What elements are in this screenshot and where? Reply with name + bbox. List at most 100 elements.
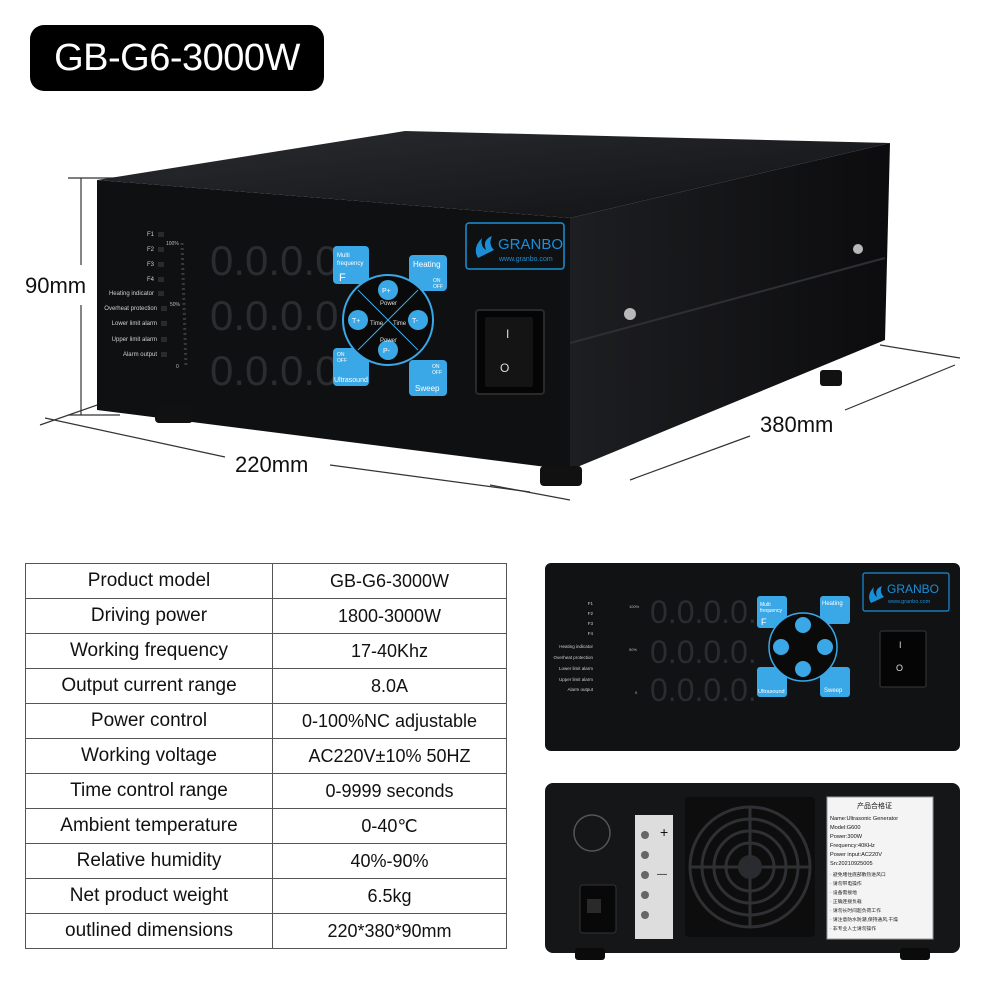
svg-text:Heating indicator: Heating indicator [559,644,593,649]
svg-text:· 请勿带电操作: · 请勿带电操作 [830,880,862,887]
spec-label: Output current range [25,668,273,704]
svg-text:0.0.0.0.: 0.0.0.0. [650,594,757,630]
svg-text:Multi: Multi [760,602,771,608]
spec-label: Ambient temperature [25,808,273,844]
svg-text:100%: 100% [166,241,179,247]
svg-text:0.0.0.0.: 0.0.0.0. [650,634,757,670]
multi-frequency-button[interactable] [333,246,369,284]
time-down-button[interactable] [408,310,428,330]
svg-text:Power:300W: Power:300W [830,834,863,840]
svg-text:· 请注意防水防潮,保持通风,干燥: · 请注意防水防潮,保持通风,干燥 [830,916,898,923]
svg-text:ON: ON [433,278,441,284]
svg-text:产品合格证: 产品合格证 [857,801,892,810]
svg-text:T+: T+ [352,318,360,325]
indicator-label: F3 [147,262,155,268]
svg-text:I: I [506,327,509,341]
front-view-photo: F1 F2 F3 F4 Heating indicator Overheat p… [545,563,960,751]
svg-text:F1: F1 [588,601,594,606]
bargraph [180,242,188,368]
indicator-label: Overheat protection [104,306,157,312]
svg-text:100%: 100% [629,604,640,609]
svg-text:Ultrasound: Ultrasound [758,689,785,695]
spec-label: Driving power [25,598,273,634]
svg-text:Alarm output: Alarm output [567,687,593,692]
spec-value: 1800-3000W [272,598,507,634]
brand-url: www.granbo.com [498,256,553,263]
svg-text:· 非专业人士请勿操作: · 非专业人士请勿操作 [830,925,876,932]
indicator-label: F4 [147,277,155,283]
svg-text:Heating: Heating [413,260,441,269]
svg-text:0: 0 [176,364,179,370]
svg-text:Time: Time [393,321,407,327]
spec-label: Working frequency [25,633,273,669]
power-switch[interactable] [485,317,533,387]
svg-text:Multi: Multi [337,253,350,259]
svg-text:+: + [660,824,668,840]
time-up-button[interactable] [348,310,368,330]
power-up-button[interactable] [378,280,398,300]
height-dimension: 90mm [25,273,87,298]
product-illustration: F1 F2 F3 F4 Heating indicator Overheat p… [39,131,961,501]
spec-label: Power control [25,703,273,739]
brand-name: GRANBO [498,236,563,253]
spec-value: GB-G6-3000W [272,563,507,599]
svg-text:50%: 50% [170,302,181,308]
svg-text:O: O [896,663,903,673]
svg-text:OFF: OFF [337,358,347,364]
svg-text:OFF: OFF [433,284,443,290]
svg-text:F: F [761,617,767,627]
svg-text:Heating: Heating [822,601,843,607]
heating-button[interactable] [409,255,447,291]
svg-text:Sn:20210925005: Sn:20210925005 [830,861,873,867]
spec-label: outlined dimensions [25,913,273,949]
model-title-badge: GB-G6-3000W [30,25,324,91]
svg-text:P-: P- [383,348,391,355]
screw [853,244,863,254]
svg-text:0: 0 [635,690,638,695]
svg-text:Power input:AC220V: Power input:AC220V [830,852,882,858]
power-down-button[interactable] [378,340,398,360]
seven-segment-displays: 0.0.0.0. 0.0.0.0. 0.0.0.0. [210,237,350,394]
svg-text:O: O [500,361,509,375]
spec-value: 0-100%NC adjustable [272,703,507,739]
sweep-button[interactable] [409,360,447,396]
indicator-label: Alarm output [123,352,157,358]
case-side [570,143,890,470]
dimension-lines [39,177,961,501]
svg-text:Upper limit alarm: Upper limit alarm [559,677,593,682]
spec-label: Relative humidity [25,843,273,879]
svg-text:· 正确连接负载: · 正确连接负载 [830,898,862,905]
display-row: 0.0.0.0. [210,237,350,284]
case-top [97,131,890,218]
indicator-label: F1 [147,232,155,238]
foot [155,405,193,423]
svg-text:50%: 50% [629,647,637,652]
indicator-label: Heating indicator [109,291,154,297]
svg-text:· 设备需接地: · 设备需接地 [830,889,857,896]
svg-text:Lower limit alarm: Lower limit alarm [559,666,593,671]
svg-text:· 请勿长时间超负荷工作: · 请勿长时间超负荷工作 [830,907,881,914]
depth-dimension: 380mm [760,412,834,437]
svg-text:I: I [899,640,902,650]
svg-text:0.0.0.0.: 0.0.0.0. [650,672,757,708]
ultrasound-button[interactable] [333,348,369,386]
spec-value: AC220V±10% 50HZ [272,738,507,774]
spec-value: 17-40Khz [272,633,507,669]
svg-text:—: — [657,869,667,880]
indicator-label: F2 [147,247,155,253]
svg-text:frequency: frequency [337,261,363,267]
svg-text:· 避免堵住底部散热进风口: · 避免堵住底部散热进风口 [830,871,886,878]
svg-text:Model:G600: Model:G600 [830,825,860,831]
scale-labels: 100% 50% 0 [166,241,181,370]
svg-text:Time: Time [370,321,384,327]
svg-text:F3: F3 [588,621,594,626]
foot [540,466,582,486]
indicator-label: Lower limit alarm [112,321,157,327]
spec-value: 40%-90% [272,843,507,879]
